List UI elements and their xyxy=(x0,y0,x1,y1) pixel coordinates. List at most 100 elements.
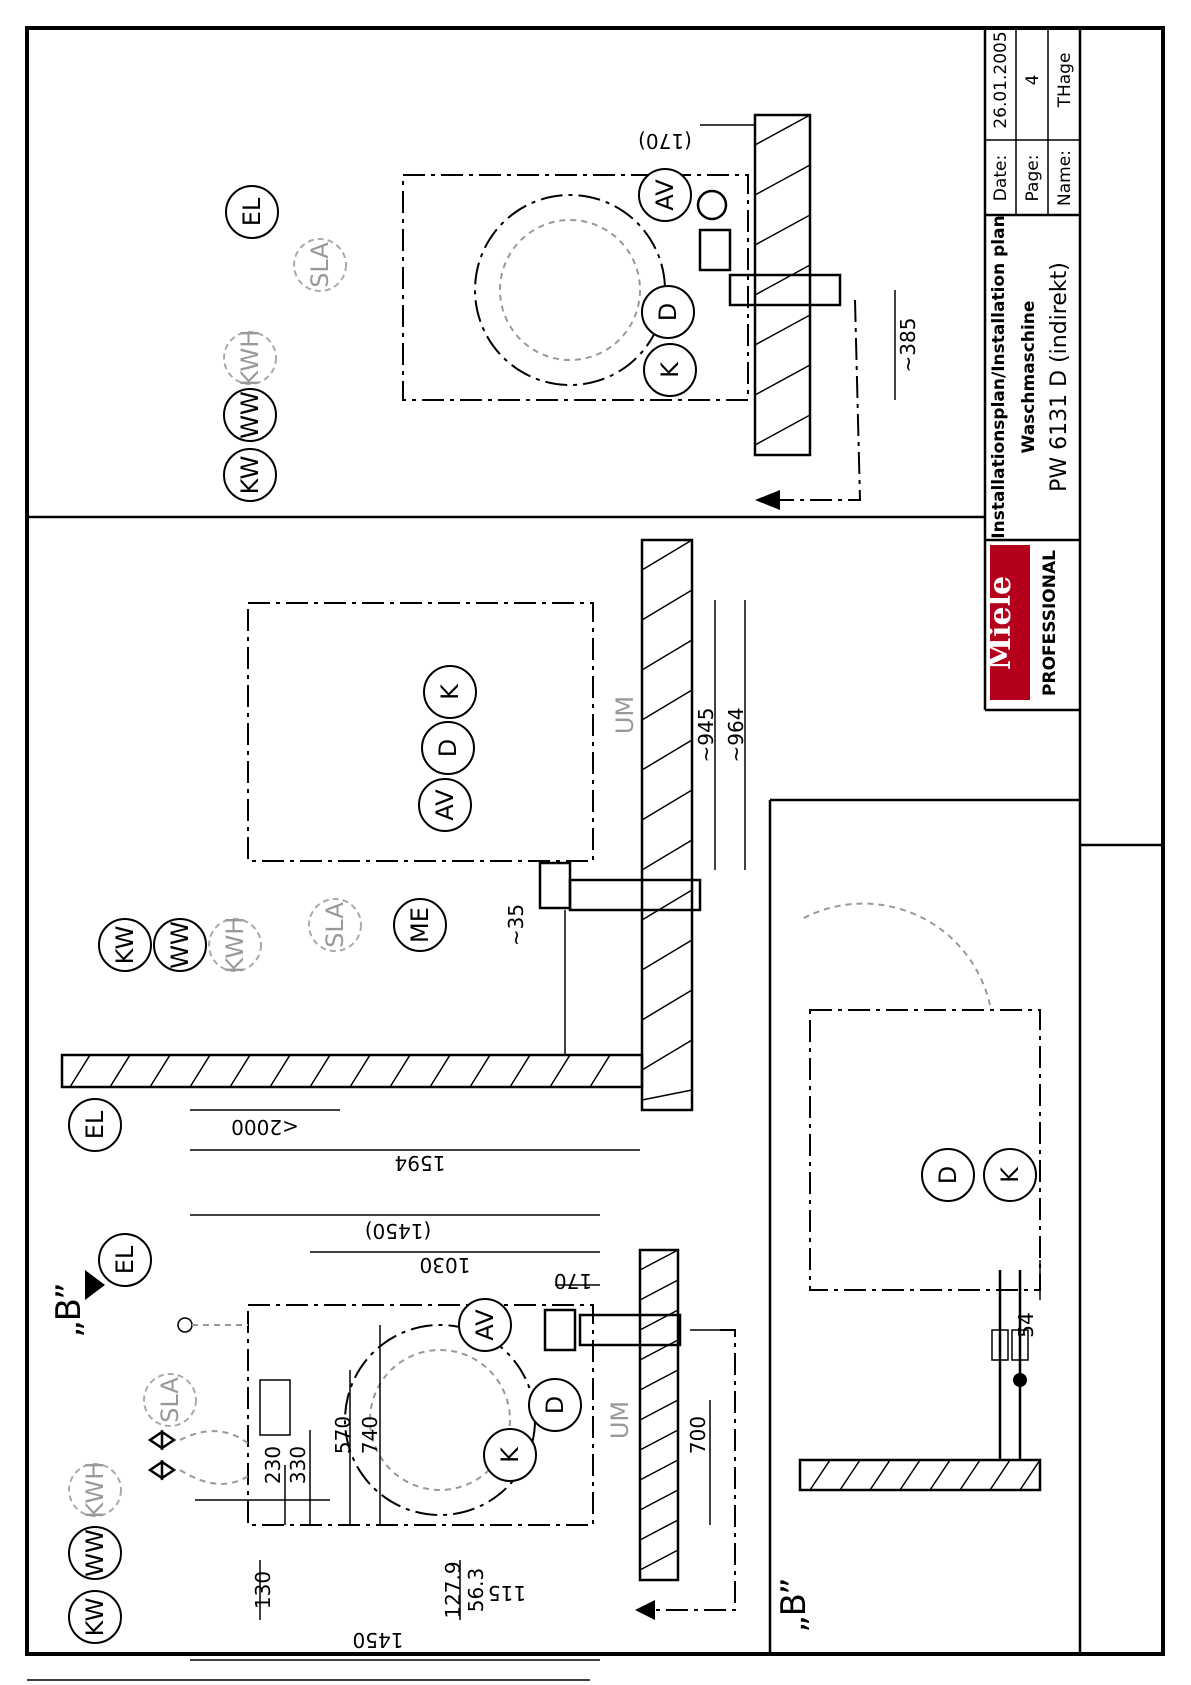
drain-line-front xyxy=(640,1329,736,1611)
plan-title: Installationsplan/Installation plan xyxy=(989,215,1009,538)
label-k-viewb: K xyxy=(996,1166,1024,1183)
view-b-marker-front: „B” xyxy=(49,1282,89,1337)
label-kwh-top: KWH xyxy=(236,330,264,387)
label-kwh-side: KWH xyxy=(221,917,249,974)
drum-inner-front xyxy=(369,1349,511,1491)
label-kw-top: KW xyxy=(236,456,264,495)
title-block: Installationsplan/Installation plan Wasc… xyxy=(989,31,1075,538)
drum-inner-top xyxy=(499,219,641,361)
dim-1450-paren: (1450) xyxy=(365,1219,432,1243)
label-sla-top-circle xyxy=(293,238,347,292)
label-el-front-circle xyxy=(98,1233,152,1287)
tb-name-label: Name: xyxy=(1055,150,1075,206)
tb-name-value: THage xyxy=(1055,53,1075,109)
floor-side xyxy=(640,538,694,1112)
label-el-side: EL xyxy=(81,1110,109,1139)
label-d-front: D xyxy=(541,1396,569,1414)
drain-line-top xyxy=(770,299,862,501)
label-k-side: K xyxy=(436,683,464,700)
label-av-side: AV xyxy=(431,789,459,821)
dim-330: 330 xyxy=(286,1446,310,1484)
miele-logo: Miele PROFESSIONAL xyxy=(983,545,1060,700)
label-kw-top-circle xyxy=(223,448,277,502)
dim-54: 54 xyxy=(1014,1312,1038,1337)
floor-front xyxy=(638,1248,680,1582)
label-kw-side: KW xyxy=(111,926,139,965)
drum-top xyxy=(474,194,666,386)
lid-swing xyxy=(799,902,991,1006)
label-el-top-circle xyxy=(225,185,279,239)
label-k-viewb-circle xyxy=(983,1148,1037,1202)
label-sla-top: SLA xyxy=(306,242,334,288)
dim-170-paren: (170) xyxy=(638,129,692,153)
label-sla-front-circle xyxy=(143,1373,197,1427)
machine-side-outline xyxy=(247,602,594,862)
dim-170: 170 xyxy=(554,1269,592,1293)
label-kw-front: KW xyxy=(81,1598,109,1637)
label-av-front: AV xyxy=(471,1309,499,1341)
dim-texts-top: ~385 (170) xyxy=(638,129,920,372)
label-k-top-circle xyxy=(643,343,697,397)
label-av-top-circle xyxy=(638,168,692,222)
drain-arrow-front xyxy=(635,1600,655,1620)
dim-115: 115 xyxy=(488,1581,526,1605)
label-um-side: UM xyxy=(611,696,639,734)
dim-230: 230 xyxy=(261,1446,285,1484)
view-b-marker-viewb: „B” xyxy=(774,1577,814,1632)
label-av-side-circle xyxy=(418,778,472,832)
tb-page-value: 4 xyxy=(1023,75,1043,86)
el-socket-front xyxy=(177,1317,193,1333)
dims-top xyxy=(700,124,896,400)
plan-subtitle: Waschmaschine xyxy=(1019,301,1039,454)
machine-front-outline xyxy=(247,1304,594,1526)
svg-text:PROFESSIONAL: PROFESSIONAL xyxy=(1040,550,1060,696)
dim-texts-side: 1594 <2000 ~35 ~945 ~964 xyxy=(231,708,748,1175)
dims-front xyxy=(190,1214,711,1661)
label-d-viewb-circle xyxy=(921,1148,975,1202)
label-me-side: ME xyxy=(406,907,434,943)
tb-date-label: Date: xyxy=(991,155,1011,201)
dim-35: ~35 xyxy=(504,904,528,946)
tb-date-value: 26.01.2005 xyxy=(991,31,1011,128)
label-sla-side-circle xyxy=(308,898,362,952)
wall-side xyxy=(60,1053,644,1089)
view-b-wall xyxy=(798,1458,1042,1492)
dim-1030: 1030 xyxy=(420,1253,471,1277)
svg-text:Miele: Miele xyxy=(983,576,1018,670)
valves-front xyxy=(147,1429,251,1485)
drain-front xyxy=(543,1308,720,1352)
label-kwh-side-circle xyxy=(208,918,262,972)
label-k-side-circle xyxy=(423,665,477,719)
label-ww-front: WW xyxy=(81,1529,109,1576)
label-k-front-circle xyxy=(483,1428,537,1482)
label-sla-side: SLA xyxy=(321,902,349,948)
drain-top xyxy=(696,189,842,307)
dim-130: 130 xyxy=(251,1571,275,1609)
plan-model: PW 6131 D (indirekt) xyxy=(1047,262,1072,492)
view-b-arrow xyxy=(85,1270,105,1300)
dim-lt2000: <2000 xyxy=(231,1115,299,1139)
dim-texts-front: 1450 130 127.9 56.3 115 230 330 570 740 … xyxy=(251,1219,710,1652)
dim-127-9: 127.9 xyxy=(441,1561,465,1618)
label-sla-front: SLA xyxy=(156,1377,184,1423)
dim-1594: 1594 xyxy=(395,1151,446,1175)
label-kwh-top-circle xyxy=(223,331,277,385)
label-k-front: K xyxy=(496,1446,524,1463)
label-ww-top-circle xyxy=(223,388,277,442)
label-av-top: AV xyxy=(651,179,679,211)
dim-56-3: 56.3 xyxy=(464,1568,488,1613)
label-el-top: EL xyxy=(238,197,266,226)
drain-arrow-top xyxy=(755,490,780,510)
floor-top xyxy=(753,113,812,457)
label-kwh-front-circle xyxy=(68,1463,122,1517)
label-el-front: EL xyxy=(111,1245,139,1274)
dim-964: ~964 xyxy=(724,708,748,763)
label-ww-side: WW xyxy=(166,921,194,968)
label-el-side-circle xyxy=(68,1098,122,1152)
label-ww-front-circle xyxy=(68,1526,122,1580)
drawing-frame xyxy=(25,26,1165,1656)
dim-945: ~945 xyxy=(694,708,718,763)
dim-700: 700 xyxy=(686,1416,710,1454)
dim-570: 570 xyxy=(331,1416,355,1454)
